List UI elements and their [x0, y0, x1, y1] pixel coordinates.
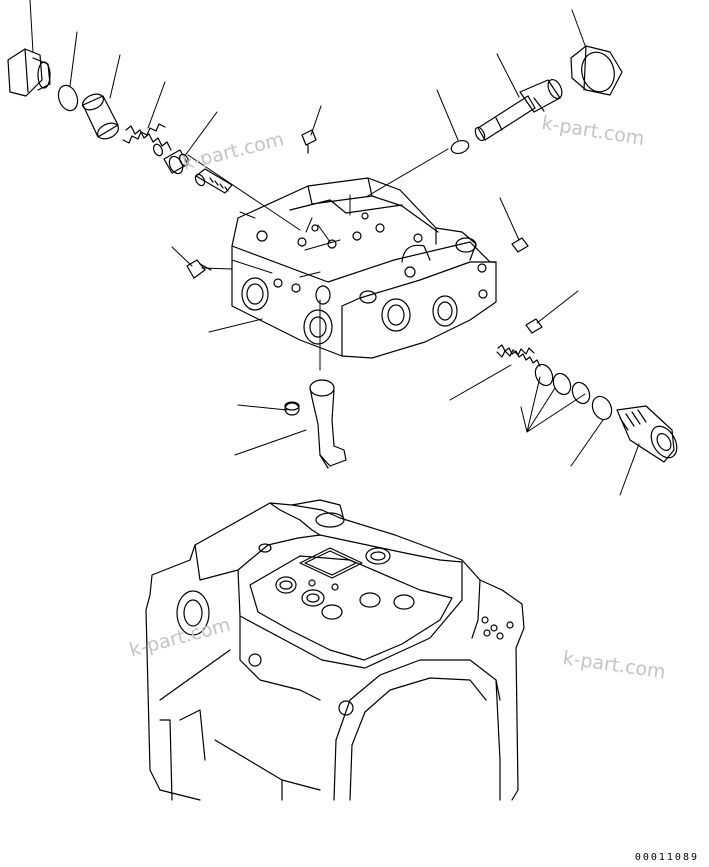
small-plug-right-1	[511, 237, 529, 253]
small-plug-left	[186, 259, 212, 279]
small-plug-top	[301, 129, 317, 154]
spring-right	[496, 344, 541, 367]
piston-rod	[474, 78, 563, 142]
bushing	[284, 401, 300, 416]
pump-housing	[145, 499, 525, 801]
leader-lines	[29, 0, 640, 496]
lever	[309, 379, 347, 469]
o-ring-1	[57, 84, 79, 112]
spring	[122, 123, 172, 157]
o-ring-top-right	[450, 139, 470, 155]
valve-spool-small	[194, 168, 233, 194]
valve-body	[231, 177, 497, 359]
cap-nut	[570, 45, 623, 96]
drawing-number: 00011089	[634, 852, 699, 863]
small-plug-right-2	[525, 318, 543, 334]
plug-nut	[7, 48, 51, 97]
sleeve	[82, 93, 119, 140]
o-rings-right	[534, 363, 613, 421]
plug-assembly	[616, 405, 678, 463]
seat-ring	[163, 149, 190, 175]
